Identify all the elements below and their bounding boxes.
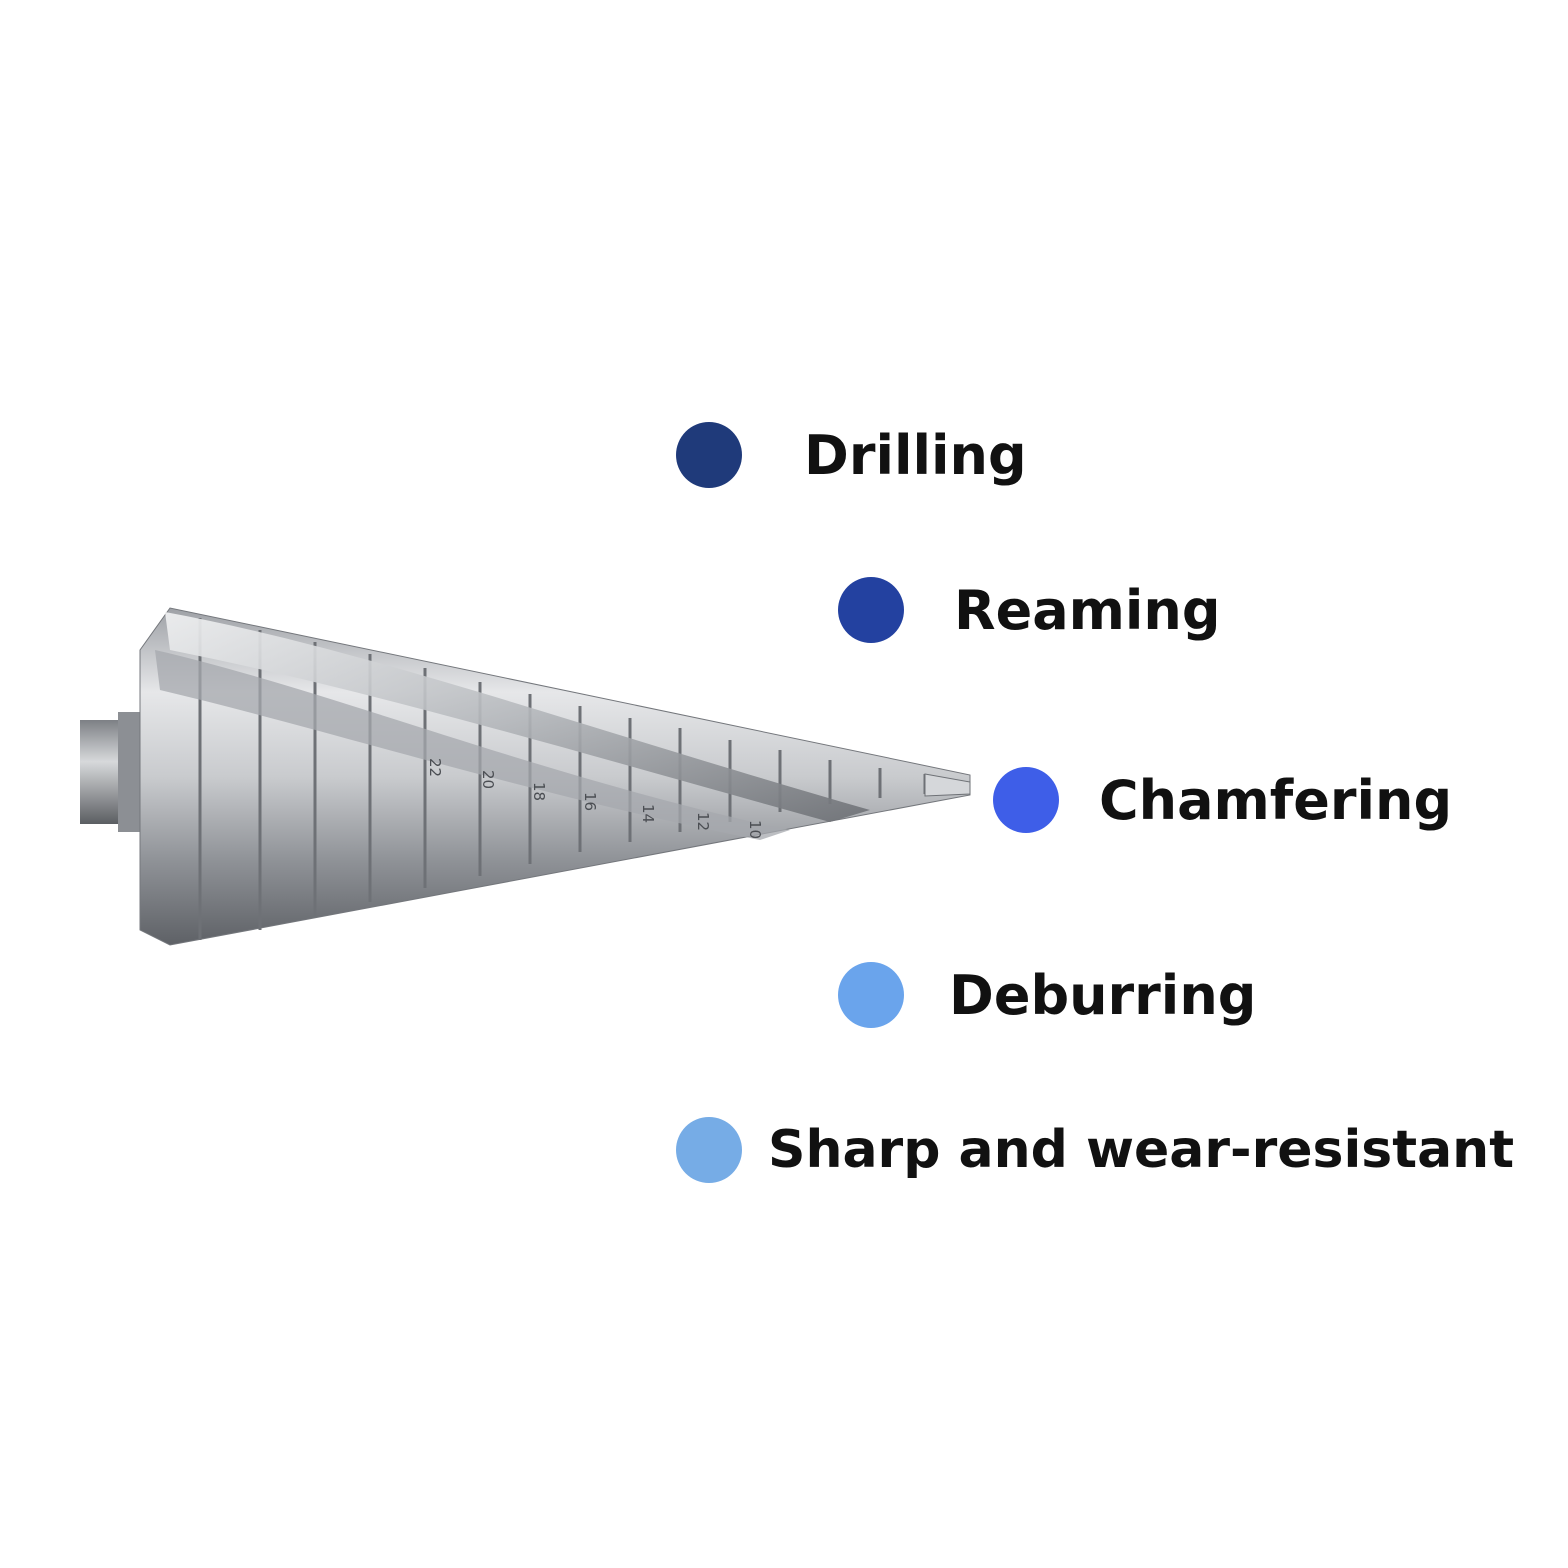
step-marking: 18 (530, 782, 548, 801)
bullet-dot-icon (838, 962, 904, 1028)
feature-reaming: Reaming (838, 570, 1221, 650)
feature-label: Chamfering (1099, 768, 1453, 832)
step-marking: 16 (581, 792, 599, 811)
bullet-dot-icon (838, 577, 904, 643)
feature-chamfering: Chamfering (993, 760, 1452, 840)
bullet-dot-icon (993, 767, 1059, 833)
bullet-dot-icon (676, 422, 742, 488)
bullet-dot-icon (676, 1117, 742, 1183)
feature-deburring: Deburring (838, 955, 1256, 1035)
step-marking: 10 (746, 820, 764, 839)
feature-label: Sharp and wear-resistant (768, 1120, 1515, 1180)
step-drill-bit-image: 22 20 18 16 14 12 10 (80, 607, 971, 946)
feature-drilling: Drilling (676, 415, 1027, 495)
drill-flute (155, 650, 790, 840)
feature-label: Reaming (954, 578, 1221, 642)
drill-flute (165, 612, 870, 822)
feature-label: Deburring (949, 963, 1257, 1027)
step-marking: 22 (426, 758, 444, 777)
step-marking: 14 (639, 804, 657, 823)
step-marking: 12 (694, 812, 712, 831)
drill-tip (924, 773, 971, 797)
feature-label: Drilling (804, 423, 1027, 487)
feature-sharp-wear-resistant: Sharp and wear-resistant (676, 1110, 1514, 1190)
step-marking: 20 (479, 770, 497, 789)
